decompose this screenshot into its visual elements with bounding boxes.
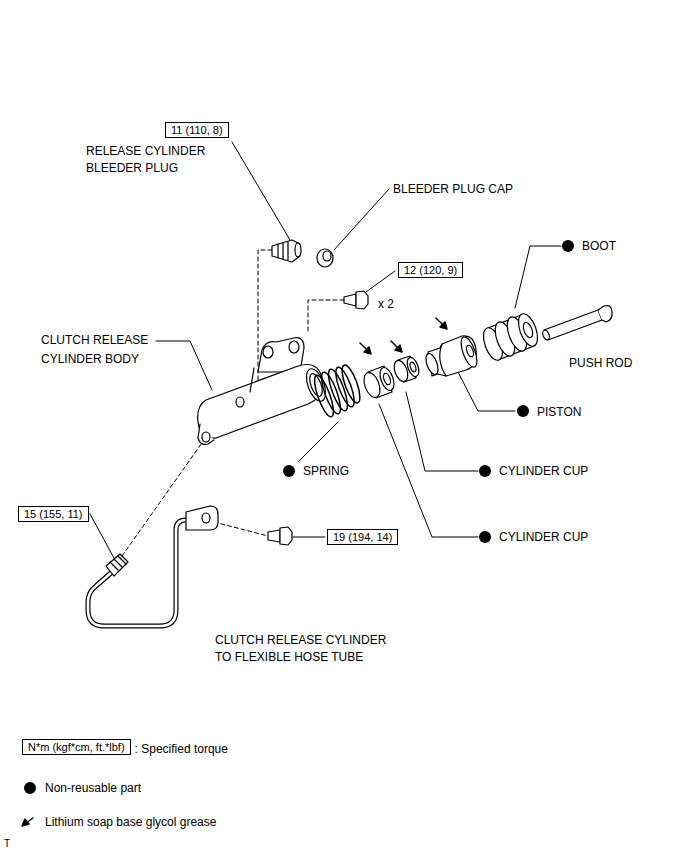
part-label: CYLINDER CUP <box>499 463 588 480</box>
non-reusable-mark <box>24 240 574 794</box>
cylinder-cup <box>361 366 397 400</box>
part-label: CYLINDER CUP <box>499 529 588 546</box>
part-label: BOOT <box>582 238 616 255</box>
part-label: SPRING <box>303 463 349 480</box>
legend-text: Lithium soap base glycol grease <box>45 814 216 831</box>
torque-box: 12 (120, 9) <box>398 262 463 278</box>
bleeder-cap <box>317 249 333 267</box>
assembly-lines <box>122 250 344 556</box>
part-label: CLUTCH RELEASE CYLINDER TO FLEXIBLE HOSE… <box>215 632 403 666</box>
push-rod <box>541 306 612 341</box>
part-label: T <box>4 838 10 850</box>
spring <box>311 363 364 419</box>
torque-box: 19 (194, 14) <box>327 529 398 545</box>
leader-lines <box>90 142 561 558</box>
legend-text: : Specified torque <box>135 741 228 758</box>
torque-value: N*m (kgf*cm, ft.*lbf) <box>28 741 125 753</box>
torque-box: 11 (110, 8) <box>165 122 229 138</box>
boot <box>480 311 542 362</box>
part-label: CLUTCH RELEASE CYLINDER BODY <box>41 331 181 369</box>
torque-value: 12 (120, 9) <box>404 264 457 276</box>
torque-value: 11 (110, 8) <box>171 124 223 136</box>
torque-box: N*m (kgf*cm, ft.*lbf) <box>22 739 131 755</box>
part-label: BLEEDER PLUG CAP <box>393 181 513 198</box>
torque-box: 15 (155, 11) <box>18 506 89 522</box>
torque-value: 19 (194, 14) <box>333 531 392 543</box>
bolt <box>268 527 292 545</box>
part-label: PUSH ROD <box>569 355 632 372</box>
piston <box>424 335 481 376</box>
torque-value: 15 (155, 11) <box>24 508 83 520</box>
part-label: x 2 <box>378 296 394 313</box>
part-label: PISTON <box>537 404 581 421</box>
grease-mark <box>22 318 447 826</box>
legend-text: Non-reusable part <box>45 780 141 797</box>
bolt <box>344 291 368 309</box>
cylinder-cup <box>392 356 422 383</box>
release-cylinder-body <box>198 338 330 445</box>
part-label: RELEASE CYLINDER BLEEDER PLUG <box>86 143 221 177</box>
bleeder-plug <box>272 240 301 262</box>
flexible-hose-tube <box>88 506 218 626</box>
